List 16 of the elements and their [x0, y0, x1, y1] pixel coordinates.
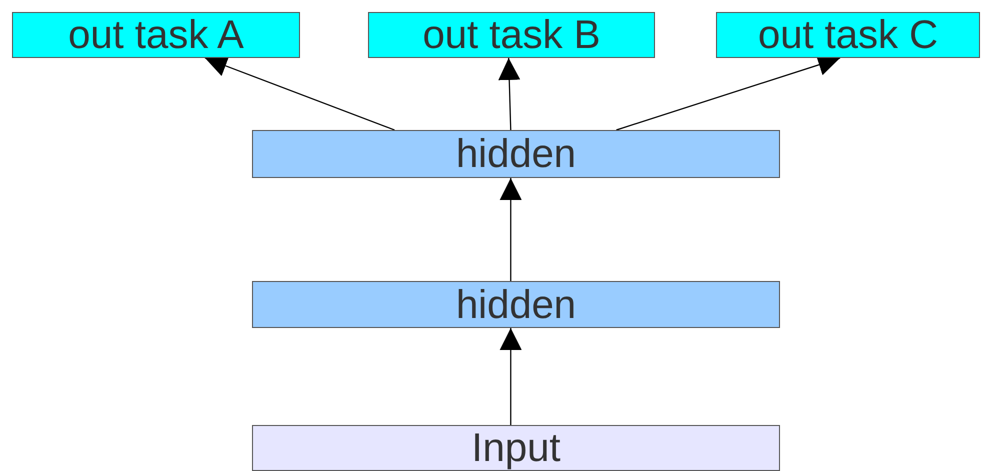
layer-label: out task A: [68, 15, 244, 55]
hidden-layer-box: [252, 130, 780, 178]
layer-label: hidden: [456, 134, 576, 174]
arrow: [204, 56, 395, 131]
layer-label: Input: [472, 428, 560, 468]
layer-label: out task C: [758, 15, 938, 55]
output-box: [12, 12, 300, 58]
output-box: [716, 12, 980, 58]
arrow: [500, 328, 522, 425]
output-box: [368, 12, 655, 58]
hidden-layer-box: [252, 281, 780, 328]
arrow: [500, 178, 522, 281]
arrow: [498, 58, 520, 130]
layer-label: hidden: [456, 284, 576, 324]
input-layer-box: [252, 425, 780, 471]
layer-label: out task B: [422, 15, 600, 55]
